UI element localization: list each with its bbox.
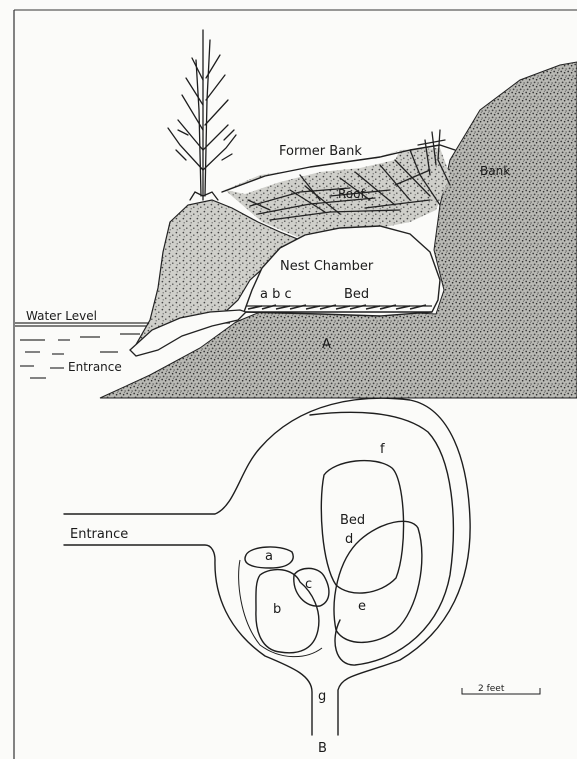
former-bank-label: Former Bank [279, 144, 362, 159]
water-level-label: Water Level [26, 309, 97, 323]
label-b: b [273, 602, 281, 617]
bed-label-b: Bed [340, 513, 365, 528]
section-b-plan: Entrance Bed a b c d e f g B 2 feet [64, 398, 540, 756]
bank-label: Bank [480, 164, 510, 178]
tree-icon [168, 30, 236, 200]
section-a-cross-section: Former Bank Roof Bank Nest Chamber a b c… [15, 30, 577, 398]
bed-label-a: Bed [344, 287, 369, 302]
entrance-label-b: Entrance [70, 527, 128, 542]
label-c: c [305, 577, 312, 592]
label-a: a [265, 549, 273, 564]
roof-label: Roof [338, 187, 365, 201]
entrance-label-a: Entrance [68, 360, 122, 374]
label-g: g [318, 689, 326, 704]
nest-chamber-label: Nest Chamber [280, 259, 374, 274]
label-e: e [358, 599, 366, 614]
section-b-letter: B [318, 741, 327, 756]
scale-label: 2 feet [478, 684, 505, 694]
section-a-letter: A [322, 337, 331, 352]
lodge-outer-outline[interactable] [64, 398, 470, 735]
label-f: f [380, 442, 385, 457]
bed-letters-label: a b c [260, 287, 292, 302]
label-d: d [345, 532, 353, 547]
scale-bar: 2 feet [462, 684, 540, 694]
